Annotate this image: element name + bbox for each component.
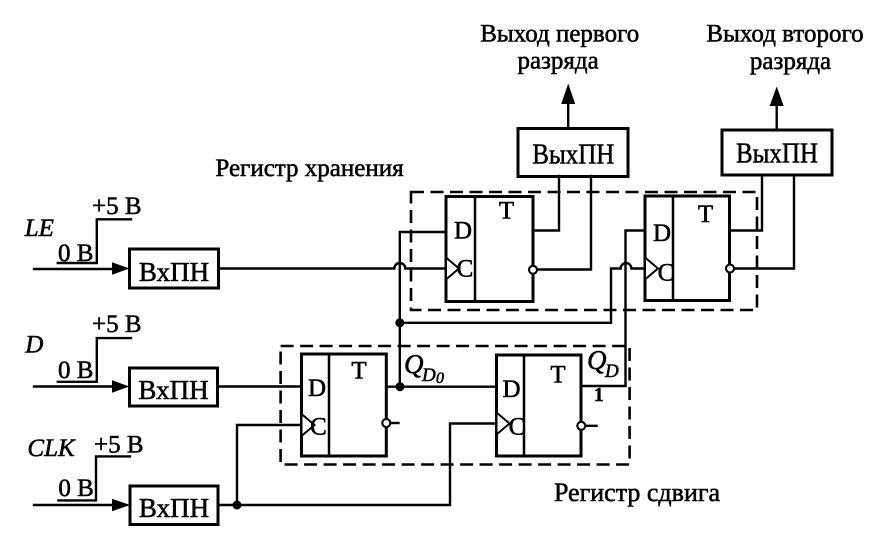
svg-text:D: D (454, 218, 472, 245)
svg-text:T: T (698, 201, 713, 228)
svg-text:Регистр сдвига: Регистр сдвига (554, 478, 721, 507)
svg-text:ВыхПН: ВыхПН (532, 139, 614, 171)
svg-text:Регистр хранения: Регистр хранения (215, 155, 404, 182)
svg-text:разряда: разряда (750, 48, 831, 75)
svg-text:CLK: CLK (27, 435, 76, 462)
svg-text:+5 В: +5 В (92, 193, 142, 220)
svg-text:T: T (351, 358, 366, 385)
svg-text:Выход второго: Выход второго (706, 21, 863, 48)
svg-text:ВхПН: ВхПН (139, 493, 209, 523)
svg-text:D: D (308, 375, 326, 402)
svg-text:ВхПН: ВхПН (138, 375, 208, 405)
svg-text:1: 1 (594, 385, 604, 406)
svg-text:C: C (658, 260, 675, 287)
svg-text:T: T (550, 362, 565, 389)
svg-text:+5 В: +5 В (94, 432, 144, 459)
svg-text:C: C (310, 414, 327, 441)
svg-text:D: D (604, 361, 619, 382)
svg-text:разряда: разряда (517, 48, 598, 75)
svg-text:Q: Q (404, 349, 424, 379)
svg-text:Q: Q (587, 345, 607, 375)
svg-text:Выход первого: Выход первого (480, 21, 639, 48)
svg-text:D: D (24, 331, 43, 358)
svg-text:0 В: 0 В (58, 357, 93, 384)
svg-text:C: C (509, 414, 526, 441)
svg-text:D: D (653, 220, 671, 247)
svg-text:C: C (457, 256, 474, 283)
svg-text:LE: LE (24, 215, 54, 242)
svg-text:ВхПН: ВхПН (139, 257, 209, 287)
svg-text:0: 0 (436, 370, 444, 387)
svg-text:0 В: 0 В (58, 475, 93, 502)
svg-text:T: T (499, 198, 514, 225)
svg-text:+5 В: +5 В (92, 311, 142, 338)
svg-text:0 В: 0 В (58, 240, 93, 267)
svg-text:D: D (421, 365, 436, 386)
svg-text:D: D (502, 376, 520, 403)
svg-text:ВыхПН: ВыхПН (736, 138, 818, 170)
